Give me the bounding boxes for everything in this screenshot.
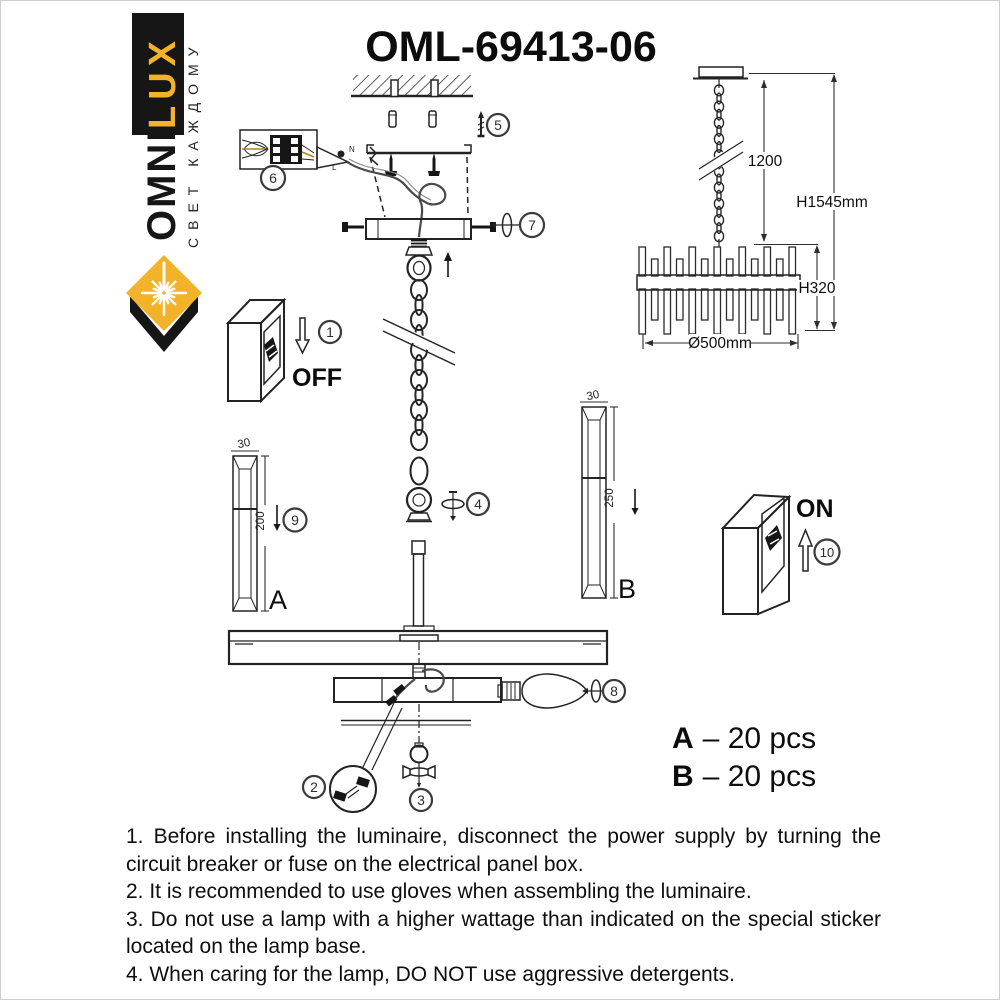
terminal-callout-step6 xyxy=(239,129,351,170)
body-band xyxy=(636,274,801,291)
crystal-a-label: A xyxy=(269,585,287,615)
svg-text:9: 9 xyxy=(291,512,299,528)
crystal-b-label: B xyxy=(618,574,636,604)
instructions-block: 1. Before installing the luminaire, disc… xyxy=(126,823,881,989)
on-label: ON xyxy=(796,495,834,523)
step-circle-5: 5 xyxy=(485,112,511,138)
count-a-value: – 20 pcs xyxy=(702,722,817,755)
down-arrow-icon xyxy=(294,317,311,355)
screw-step5 xyxy=(477,111,485,138)
bracket-screw xyxy=(428,153,440,176)
svg-text:3: 3 xyxy=(417,792,425,808)
chain-break xyxy=(382,317,456,366)
svg-text:8: 8 xyxy=(610,683,618,699)
step-circle-4: 4 xyxy=(465,491,491,517)
crystal-b-height: 250 xyxy=(604,488,616,507)
brand-diamond-icon xyxy=(126,255,202,352)
count-a-label: A xyxy=(672,722,694,755)
cord-grip xyxy=(404,239,434,282)
ceiling-slot xyxy=(390,79,399,98)
breaker-lever xyxy=(765,525,782,551)
wire-label-n: N xyxy=(349,145,355,154)
page-title: OML-69413-06 xyxy=(365,23,657,71)
chain-connector-step4 xyxy=(405,456,433,523)
wire-junction: N L xyxy=(332,145,379,172)
up-arrow-icon xyxy=(444,252,452,277)
wire-connector-step2 xyxy=(329,765,377,813)
svg-text:5: 5 xyxy=(494,117,502,133)
crystal-a-height: 200 xyxy=(255,511,267,530)
rotate-screw-icon xyxy=(490,212,519,238)
starburst-icon xyxy=(140,261,188,317)
crystal-a-figure: 30 200 A xyxy=(231,437,287,615)
crystal-fence-bottom xyxy=(638,288,797,335)
bracket-screw xyxy=(385,153,397,176)
lamp-bar xyxy=(333,668,502,771)
step-circle-8: 8 xyxy=(601,678,627,704)
assembly-diagram: 1200 H1545mm H320 Ø500mm xyxy=(225,66,868,813)
bulb-step8 xyxy=(497,673,588,709)
svg-text:4: 4 xyxy=(474,496,482,512)
dim-diameter: Ø500mm xyxy=(688,335,752,352)
count-b-label: B xyxy=(672,760,694,793)
rotate-screw-icon xyxy=(441,491,465,521)
off-label: OFF xyxy=(292,364,342,392)
instruction-item-1: 1. Before installing the luminaire, disc… xyxy=(126,825,881,876)
canopy-side-screw xyxy=(342,222,364,232)
crystal-b-figure: 30 250 B xyxy=(580,389,639,604)
dim-total-height: H1545mm xyxy=(796,194,868,211)
breaker-lever xyxy=(264,337,278,362)
dim-chain-length: 1200 xyxy=(748,153,783,170)
logo-lux-box: LUX xyxy=(132,13,184,135)
piece-counts: A– 20 pcs B– 20 pcs xyxy=(672,720,816,796)
breaker-on: ON xyxy=(720,493,834,616)
svg-text:1: 1 xyxy=(326,324,334,340)
count-b-value: – 20 pcs xyxy=(702,760,817,793)
step-circle-9: 9 xyxy=(282,507,308,533)
suspension-chain xyxy=(410,279,428,451)
step-circle-3: 3 xyxy=(408,787,434,813)
instruction-item-2: 2. It is recommended to use gloves when … xyxy=(126,880,752,904)
wall-anchors xyxy=(388,110,437,128)
count-row-b: B– 20 pcs xyxy=(672,758,816,796)
logo-diamond xyxy=(126,255,202,331)
finial-step3 xyxy=(402,704,436,788)
up-arrow-icon xyxy=(797,528,814,572)
crystal-fence-top xyxy=(638,246,797,277)
step-circle-10: 10 xyxy=(813,538,841,566)
step-circle-6: 6 xyxy=(259,164,287,192)
crystal-a-width: 30 xyxy=(236,437,251,451)
wire-label-l: L xyxy=(332,163,337,172)
step-circle-1: 1 xyxy=(317,319,343,345)
instruction-item-4: 4. When caring for the lamp, DO NOT use … xyxy=(126,962,735,986)
svg-text:10: 10 xyxy=(820,545,834,560)
mounting-bracket xyxy=(366,144,472,218)
dimension-lines: 1200 H1545mm H320 Ø500mm xyxy=(642,72,868,352)
count-row-a: A– 20 pcs xyxy=(672,720,816,758)
chandelier-frame xyxy=(227,629,609,679)
center-rod xyxy=(403,540,435,632)
instruction-item-3: 3. Do not use a lamp with a higher watta… xyxy=(126,907,881,959)
svg-text:2: 2 xyxy=(310,779,318,795)
svg-text:7: 7 xyxy=(528,217,536,233)
dimension-figure: 1200 H1545mm H320 Ø500mm xyxy=(636,66,868,352)
supply-wires xyxy=(346,158,447,238)
ceiling-section xyxy=(351,75,473,98)
canopy-side-screw xyxy=(472,222,496,232)
step-circle-7: 7 xyxy=(518,211,546,239)
breaker-off: OFF xyxy=(225,297,342,404)
logo-chevron xyxy=(130,296,198,352)
dim-body-height: H320 xyxy=(798,280,835,297)
ceiling-slot xyxy=(430,79,439,98)
step-circle-2: 2 xyxy=(301,774,327,800)
ceiling-plate xyxy=(698,66,744,78)
crystal-b-width: 30 xyxy=(585,389,600,403)
svg-text:6: 6 xyxy=(269,170,277,186)
